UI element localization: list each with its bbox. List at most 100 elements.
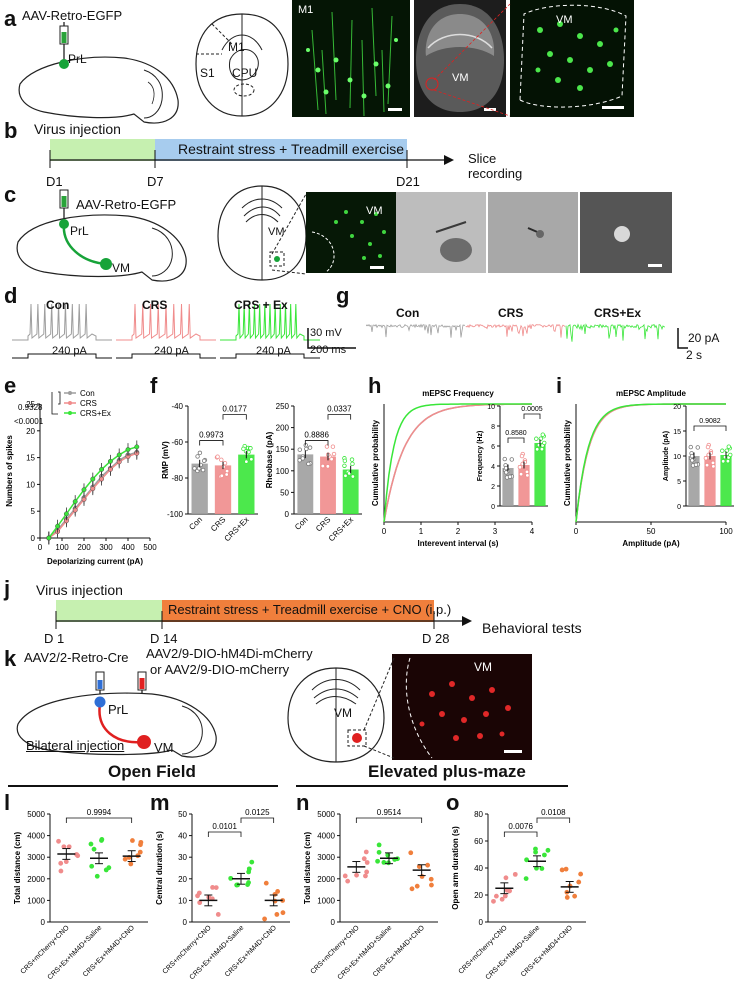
chart-h-inset-dot-2-4 bbox=[534, 436, 539, 441]
chart-f2-dot-0-1 bbox=[303, 442, 308, 448]
atlas-vm-label-k: VM bbox=[334, 706, 352, 720]
chart-e-xlabel: Depolarizing current (pA) bbox=[47, 557, 143, 566]
chart-i-inset-dot-1-1 bbox=[710, 460, 716, 466]
chart-e-point-1-4 bbox=[81, 496, 87, 502]
chart-f1-xtick-label-1: CRS bbox=[209, 515, 227, 533]
chart-f1-dot-2-7 bbox=[241, 446, 246, 452]
chart-f1-ylabel: RMP (mV) bbox=[161, 441, 170, 479]
chart-m-ytick-label-0: 0 bbox=[183, 918, 188, 927]
chart-m-dot-0-6 bbox=[213, 885, 219, 891]
chart-m-dot-2-4 bbox=[262, 916, 267, 922]
chart-n-ytick-label-1: 1000 bbox=[317, 896, 335, 905]
chart-l-ytick-label-2: 2000 bbox=[27, 875, 45, 884]
chart-e-ylabel: Numbers of spikes bbox=[5, 435, 14, 507]
chart-e-point-2-1 bbox=[55, 523, 61, 529]
chart-f1-bracket-1 bbox=[222, 414, 247, 420]
chart-l-ytick-label-5: 5000 bbox=[27, 810, 45, 819]
micrograph-vm-c-label: VM bbox=[366, 205, 383, 217]
chart-h-inset-dot-2-3 bbox=[534, 447, 540, 452]
chart-f1-bar-0 bbox=[191, 463, 208, 514]
trace-d-2 bbox=[220, 303, 320, 341]
chart-e-ytick-label-3: 15 bbox=[26, 454, 35, 463]
chart-m-dot-0-4 bbox=[197, 900, 203, 906]
chart-e-ytick-label-1: 5 bbox=[31, 507, 36, 516]
chart-h-inset-ytick-label-2: 4 bbox=[491, 464, 495, 471]
chart-i-inset-dot-0-2 bbox=[688, 444, 693, 450]
timeline-j-d28: D 28 bbox=[422, 631, 450, 646]
chart-o-dot-1-0 bbox=[539, 866, 545, 871]
chart-m-ylabel: Central duration (s) bbox=[155, 831, 164, 905]
chart-i-inset-dot-1-5 bbox=[704, 462, 710, 468]
chart-h-xlabel: Interevent interval (s) bbox=[418, 539, 499, 548]
chart-n-dot-0-4 bbox=[342, 873, 348, 879]
chart-e-xtick-label-3: 300 bbox=[99, 543, 113, 552]
panel-label-f: f bbox=[150, 373, 158, 398]
chart-i-inset-ylabel: Amplitude (pA) bbox=[663, 431, 670, 481]
timeline-j-end: Behavioral tests bbox=[482, 620, 582, 636]
chart-n-ytick-label-3: 3000 bbox=[317, 853, 335, 862]
chart-n-dot-1-0 bbox=[375, 858, 380, 864]
chart-n-dot-1-6 bbox=[376, 849, 382, 855]
chart-f1-dot-1-5 bbox=[219, 457, 224, 463]
chart-m-dot-2-3 bbox=[263, 880, 269, 886]
scale-d-ms: 200 ms bbox=[310, 344, 347, 356]
timeline-b-d1: D1 bbox=[46, 174, 63, 189]
chart-e-point-1-5 bbox=[90, 486, 96, 492]
timeline-b-d21: D21 bbox=[396, 174, 420, 189]
chart-l-dot-0-6 bbox=[66, 844, 72, 850]
chart-f2-dot-2-5 bbox=[349, 457, 355, 462]
chart-h-inset-dot-2-9 bbox=[542, 440, 547, 446]
chart-h-inset-stat-0: 0.8580 bbox=[505, 430, 527, 437]
chart-e-ytick-label-5: 25 bbox=[26, 400, 35, 409]
chart-e-point-2-8 bbox=[116, 452, 122, 458]
chart-m-stat-1: 0.0125 bbox=[245, 808, 270, 817]
chart-h-inset-ytick-label-1: 2 bbox=[491, 484, 495, 491]
chart-f2-dot-1-2 bbox=[325, 464, 331, 469]
chart-o-dot-2-4 bbox=[578, 871, 584, 877]
chart-n-xtick-label-1: CRS+Ex+hM4D+Saline bbox=[337, 924, 394, 981]
chart-i-inset-stat-0: 0.9082 bbox=[699, 418, 721, 425]
chart-i-inset-dot-2-7 bbox=[726, 444, 731, 449]
panel-label-h: h bbox=[368, 373, 382, 398]
chart-e-xtick-label-1: 100 bbox=[55, 543, 69, 552]
chart-f1-dot-1-4 bbox=[222, 460, 228, 466]
chart-h-inset-dot-2-5 bbox=[539, 446, 545, 452]
chart-n-ytick-label-2: 2000 bbox=[317, 875, 335, 884]
chart-i-title: mEPSC Amplitude bbox=[616, 389, 686, 398]
chart-i-xlabel: Amplitude (pA) bbox=[622, 539, 680, 548]
chart-l-dot-0-2 bbox=[61, 844, 67, 850]
chart-o-dot-0-4 bbox=[512, 871, 518, 877]
chart-m-dot-0-0 bbox=[215, 912, 221, 917]
chart-h-inset-dot-0-8 bbox=[507, 474, 513, 479]
chart-e-legend-0: Con bbox=[80, 389, 95, 398]
chart-m-bracket-0 bbox=[207, 831, 242, 837]
trace-g-2 bbox=[565, 323, 665, 342]
timeline-b-stage1: Virus injection bbox=[34, 121, 121, 137]
chart-l-dot-2-5 bbox=[130, 838, 135, 843]
timeline-j-d1: D 1 bbox=[44, 631, 65, 646]
chart-f2-stat-1: 0.0337 bbox=[327, 405, 352, 414]
chart-f1-dot-0-1 bbox=[192, 466, 197, 471]
chart-e-point-1-6 bbox=[99, 476, 105, 482]
chart-f1-dot-1-7 bbox=[219, 473, 224, 478]
chart-f1-dot-1-1 bbox=[224, 472, 229, 477]
chart-o-dot-1-7 bbox=[542, 852, 547, 858]
chart-m-ytick-label-1: 10 bbox=[178, 896, 187, 905]
chart-i-inset-dot-2-3 bbox=[720, 459, 726, 464]
chart-i-inset-dot-1-6 bbox=[703, 455, 709, 461]
chart-f1-dot-0-7 bbox=[196, 466, 202, 471]
panel-label-d: d bbox=[4, 283, 18, 308]
chart-l-dot-1-6 bbox=[94, 873, 100, 879]
chart-l-dot-0-5 bbox=[75, 853, 81, 859]
chart-e-point-2-9 bbox=[125, 447, 131, 453]
chart-i-inset-bracket-0 bbox=[693, 425, 727, 431]
panel-label-l: l bbox=[4, 790, 11, 815]
chart-f1-ytick-label-3: -40 bbox=[171, 402, 183, 411]
chart-f1-ytick-label-0: -100 bbox=[167, 510, 184, 519]
scale-d-bar bbox=[307, 328, 356, 349]
chart-f2-dot-1-6 bbox=[324, 444, 330, 449]
chart-m-dot-1-2 bbox=[249, 859, 255, 865]
micrograph-vm-zoom bbox=[510, 0, 634, 117]
trace-d-label-con: Con bbox=[46, 298, 70, 312]
